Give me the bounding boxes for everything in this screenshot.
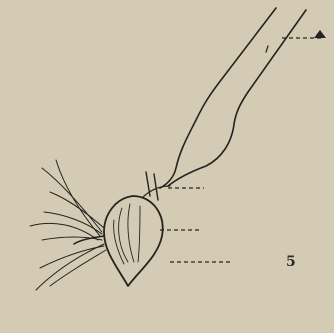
stalk-outline <box>160 8 306 188</box>
leader-lines <box>160 38 324 262</box>
figure-number: 5 <box>286 255 296 269</box>
stalk-notch-mark <box>266 46 268 52</box>
neck-scales <box>142 172 170 200</box>
bulb-body <box>104 196 163 286</box>
arrowhead-marker <box>314 30 326 38</box>
fiber-tuft <box>30 160 106 290</box>
